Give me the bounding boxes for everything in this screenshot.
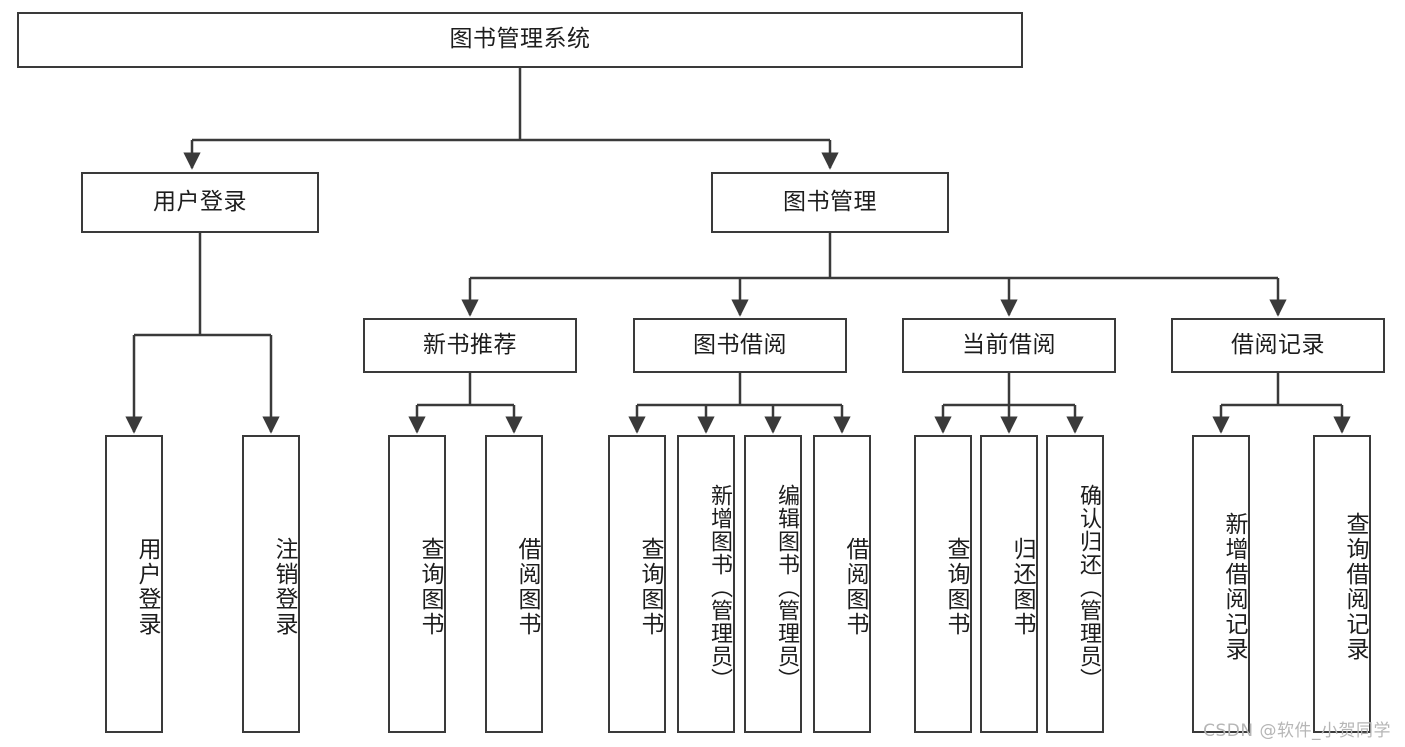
leaf-confirm-return-admin[interactable]: 确认归还（管理员） bbox=[1046, 435, 1104, 733]
leaf-borrow-book-label: 借阅图书 bbox=[842, 537, 868, 637]
leaf-logout-label: 注销登录 bbox=[271, 537, 297, 637]
node-book-borrow-label: 图书借阅 bbox=[693, 331, 787, 358]
leaf-edit-book-admin-label: 编辑图书（管理员） bbox=[774, 483, 799, 691]
leaf-user-login[interactable]: 用户登录 bbox=[105, 435, 163, 733]
leaf-add-borrow-record[interactable]: 新增借阅记录 bbox=[1192, 435, 1250, 733]
watermark-text: CSDN @软件_小贺同学 bbox=[1203, 721, 1391, 741]
leaf-borrow-book-recommend[interactable]: 借阅图书 bbox=[485, 435, 543, 733]
node-user-login-label: 用户登录 bbox=[153, 188, 247, 215]
leaf-query-book-recommend[interactable]: 查询图书 bbox=[388, 435, 446, 733]
node-root-label: 图书管理系统 bbox=[449, 26, 591, 53]
leaf-query-book-borrow[interactable]: 查询图书 bbox=[608, 435, 666, 733]
leaf-add-book-admin[interactable]: 新增图书（管理员） bbox=[677, 435, 735, 733]
leaf-logout[interactable]: 注销登录 bbox=[242, 435, 300, 733]
node-book-management-label: 图书管理 bbox=[783, 188, 877, 215]
leaf-query-book-borrow-label: 查询图书 bbox=[637, 537, 663, 637]
leaf-query-book-current[interactable]: 查询图书 bbox=[914, 435, 972, 733]
leaf-borrow-book-recommend-label: 借阅图书 bbox=[514, 537, 540, 637]
leaf-query-borrow-record-label: 查询借阅记录 bbox=[1342, 512, 1368, 662]
leaf-return-book-label: 归还图书 bbox=[1009, 537, 1035, 637]
node-borrow-record[interactable]: 借阅记录 bbox=[1171, 318, 1385, 373]
leaf-edit-book-admin[interactable]: 编辑图书（管理员） bbox=[744, 435, 802, 733]
node-user-login[interactable]: 用户登录 bbox=[81, 172, 319, 233]
node-book-management[interactable]: 图书管理 bbox=[711, 172, 949, 233]
node-current-borrow[interactable]: 当前借阅 bbox=[902, 318, 1116, 373]
node-new-book-recommend[interactable]: 新书推荐 bbox=[363, 318, 577, 373]
leaf-query-book-recommend-label: 查询图书 bbox=[417, 537, 443, 637]
node-book-borrow[interactable]: 图书借阅 bbox=[633, 318, 847, 373]
node-new-book-recommend-label: 新书推荐 bbox=[423, 331, 517, 358]
leaf-confirm-return-admin-label: 确认归还（管理员） bbox=[1076, 483, 1101, 691]
leaf-add-book-admin-label: 新增图书（管理员） bbox=[707, 483, 732, 691]
node-root[interactable]: 图书管理系统 bbox=[17, 12, 1023, 68]
node-borrow-record-label: 借阅记录 bbox=[1231, 331, 1325, 358]
leaf-borrow-book[interactable]: 借阅图书 bbox=[813, 435, 871, 733]
node-current-borrow-label: 当前借阅 bbox=[962, 331, 1056, 358]
leaf-query-borrow-record[interactable]: 查询借阅记录 bbox=[1313, 435, 1371, 733]
leaf-query-book-current-label: 查询图书 bbox=[943, 537, 969, 637]
leaf-return-book[interactable]: 归还图书 bbox=[980, 435, 1038, 733]
leaf-user-login-label: 用户登录 bbox=[134, 537, 160, 637]
leaf-add-borrow-record-label: 新增借阅记录 bbox=[1221, 512, 1247, 662]
